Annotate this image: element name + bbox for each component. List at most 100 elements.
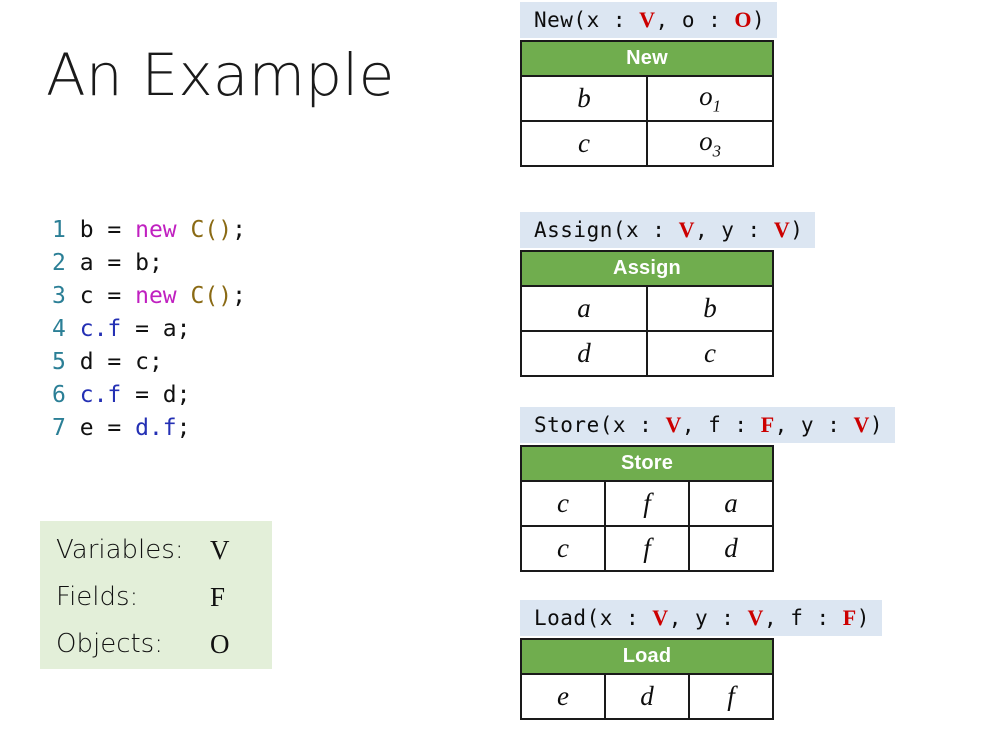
code-listing: 1 b = new C();2 a = b;3 c = new C();4 c.…	[52, 214, 246, 445]
code-line-number: 5	[52, 349, 66, 375]
legend-row: Fields: F	[40, 574, 272, 620]
table-header-row: Load	[520, 638, 774, 675]
signature-text: )	[856, 606, 870, 630]
relation-table: Store c f a c f d	[520, 445, 774, 572]
signature-text: )	[790, 218, 804, 242]
table-cell: b	[646, 285, 774, 332]
code-token-plain	[177, 217, 191, 243]
relation-table: Load e d f	[520, 638, 774, 720]
signature-type-symbol: V	[853, 412, 870, 437]
code-token-plain: = a;	[121, 316, 191, 342]
cell-base: o	[699, 80, 713, 111]
code-token-field: c.f	[79, 316, 122, 342]
relation-signature: Store(x : V, f : F, y : V)	[520, 407, 896, 443]
code-token-field: c.f	[79, 382, 122, 408]
table-cell: f	[604, 480, 690, 527]
code-line-number: 2	[52, 250, 66, 276]
cell-base: c	[704, 338, 716, 368]
table-cell: o1	[646, 75, 774, 122]
signature-type-symbol: V	[678, 217, 695, 242]
code-token-plain: ;	[232, 217, 246, 243]
cell-base: f	[643, 533, 651, 563]
table-cell: d	[604, 673, 690, 720]
code-line: 4 c.f = a;	[52, 313, 246, 346]
code-token-field: d.f	[135, 415, 177, 441]
code-token-plain	[177, 283, 191, 309]
table-cell: f	[688, 673, 774, 720]
code-token-kw: new	[135, 283, 177, 309]
table-cell: c	[520, 120, 648, 167]
table-cell: c	[646, 330, 774, 377]
cell-base: c	[557, 488, 569, 518]
relation-name-header: Store	[520, 445, 774, 482]
relation-name-header: New	[520, 40, 774, 77]
code-gap	[66, 250, 80, 276]
cell-base: b	[703, 293, 717, 323]
table-cell: f	[604, 525, 690, 572]
code-token-plain: a = b;	[79, 250, 163, 276]
code-line-number: 6	[52, 382, 66, 408]
page-title: An Example	[46, 41, 395, 109]
cell-base: c	[557, 533, 569, 563]
cell-base: a	[724, 488, 738, 518]
table-cell: d	[520, 330, 648, 377]
code-line-number: 4	[52, 316, 66, 342]
table-header-row: Store	[520, 445, 774, 482]
signature-type-symbol: V	[773, 217, 791, 242]
code-gap	[66, 382, 80, 408]
code-line: 1 b = new C();	[52, 214, 246, 247]
table-header-row: Assign	[520, 250, 774, 287]
legend-symbol: O	[210, 628, 230, 659]
legend-row: Variables:V	[40, 527, 272, 573]
signature-text: , f :	[763, 606, 843, 630]
signature-text: , y :	[668, 606, 748, 630]
signature-text: , f :	[681, 413, 761, 437]
cell-base: d	[724, 533, 738, 563]
code-token-kw: new	[135, 217, 177, 243]
signature-type-symbol: V	[652, 605, 669, 630]
code-line-number: 7	[52, 415, 66, 441]
legend-label: Variables:	[56, 535, 184, 565]
code-token-plain: ;	[232, 283, 246, 309]
cell-base: a	[577, 293, 591, 323]
code-line-number: 3	[52, 283, 66, 309]
cell-base: e	[557, 681, 569, 711]
cell-base: d	[640, 681, 654, 711]
code-token-plain: ;	[176, 415, 191, 441]
legend-label: Objects:	[56, 629, 163, 659]
cell-base: o	[699, 125, 713, 156]
signature-text: , y :	[694, 218, 774, 242]
code-token-plain: e =	[79, 415, 136, 441]
table-cell: a	[520, 285, 648, 332]
legend-row: Objects: O	[40, 621, 272, 667]
signature-text: Assign(x :	[534, 218, 679, 242]
table-cell: d	[688, 525, 774, 572]
code-line: 2 a = b;	[52, 247, 246, 280]
signature-type-symbol: V	[639, 7, 656, 32]
cell-subscript: 1	[712, 96, 721, 116]
signature-text: )	[752, 8, 766, 32]
signature-type-symbol: F	[760, 412, 775, 437]
cell-base: c	[578, 128, 590, 158]
signature-text: )	[869, 413, 884, 437]
table-cell: b	[520, 75, 648, 122]
cell-base: f	[727, 681, 735, 711]
code-gap	[66, 316, 80, 342]
table-header-row: New	[520, 40, 774, 77]
code-token-type: C()	[190, 217, 233, 243]
legend-box: Variables:V Fields: F Objects: O	[40, 521, 272, 669]
signature-text: , o :	[655, 8, 735, 32]
legend-symbol: F	[210, 581, 226, 612]
table-cell: o3	[646, 120, 774, 167]
legend-label: Fields:	[56, 582, 139, 612]
